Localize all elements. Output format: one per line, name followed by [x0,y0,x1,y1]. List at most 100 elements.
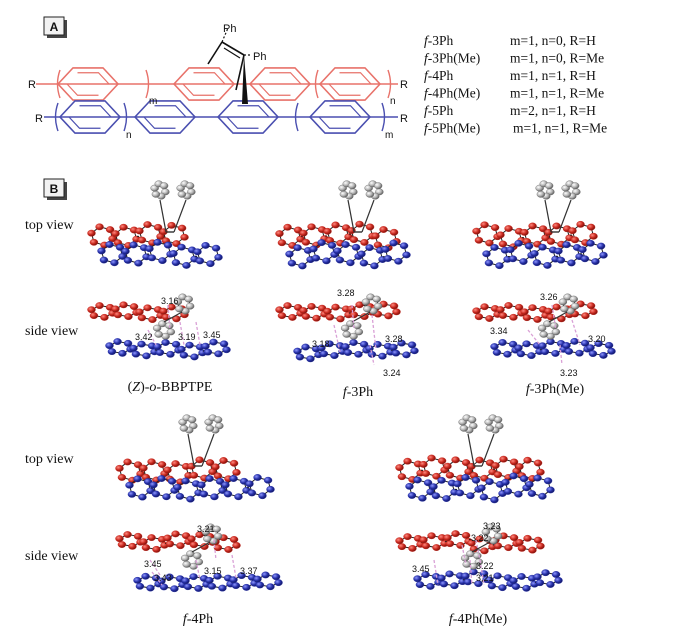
atom [343,349,353,356]
benzene-ring [216,100,280,134]
core-bond [223,47,241,59]
atom [190,353,199,361]
atom [327,241,337,249]
atom [152,545,161,553]
atom [485,576,494,584]
bracket [56,69,61,99]
atom [504,544,513,552]
atom [493,471,503,479]
atom [149,481,158,489]
atom [147,534,156,541]
structure-caption: f-4Ph [183,612,213,627]
atom [135,227,144,235]
atom [461,532,471,539]
atom [301,238,311,246]
contact-line [149,559,161,576]
compound-suffix: -5Ph [428,103,454,118]
atom [182,560,191,568]
atom [137,314,147,322]
atom [570,236,580,244]
atom [179,351,189,359]
caption-part: f [343,385,349,400]
atom [580,339,590,347]
atom [193,552,202,560]
caption-part: ( [128,380,133,395]
atom [359,259,369,267]
atom [496,306,505,314]
molecule-structure: f-4Ph(Me) [395,414,563,627]
atom [370,262,379,270]
atom [589,308,598,316]
atom [607,347,616,355]
atom [498,339,507,346]
structure-caption: f-3Ph [343,385,373,400]
phenyl-bond [544,199,552,233]
atom [445,570,454,578]
atom [432,544,441,551]
atom [133,576,142,584]
atom [538,243,547,251]
compound-prefix: f [424,68,430,83]
atom [146,584,155,592]
atom [437,476,446,484]
contact-line [213,539,217,561]
atom [474,313,484,321]
atom [578,246,587,254]
atom [175,492,185,500]
atom [437,574,446,582]
atom [111,230,120,238]
atom [355,220,364,228]
atom [263,476,273,484]
compound-suffix: -3Ph [428,33,454,48]
atom [307,303,316,310]
atom [402,251,411,259]
ring-inner-bond [154,105,187,118]
atom [504,302,513,309]
atom [293,347,302,355]
ring-inner-bond [318,116,351,129]
atom [162,493,171,501]
atom [492,525,501,533]
atom [419,536,428,544]
subscript-n: n [126,130,132,141]
atom [586,344,595,352]
atom [295,353,305,361]
atom [153,223,163,231]
atom [123,458,132,466]
atom [359,340,369,348]
ring-inner-bond [143,116,176,129]
atom [351,243,361,251]
atom [218,584,227,592]
atom [524,242,534,250]
atom [195,456,204,464]
atom [205,576,214,584]
atom [480,303,489,311]
compound-name: f-4Ph(Me) [424,86,480,101]
atom [189,541,199,549]
compound-suffix: -4Ph [428,68,454,83]
compound-params: m=1, n=1, R=Me [513,121,607,136]
atom [194,585,203,592]
atom [115,464,124,472]
atom [365,223,375,231]
atom [121,247,130,255]
atom [474,580,483,588]
atom [586,239,595,247]
atom [397,543,407,551]
atom [378,352,387,360]
atom [397,339,406,347]
atom [443,534,452,542]
atom [581,312,590,320]
atom [229,475,238,482]
atom [301,313,311,320]
atom [271,573,281,581]
atom [501,478,510,486]
atom [333,247,342,255]
distance-label: 3.28 [337,288,355,298]
caption-part: -3Ph [347,385,373,400]
core-bond [207,41,223,65]
atom [492,349,502,356]
atom [493,572,502,580]
atom [99,256,109,264]
